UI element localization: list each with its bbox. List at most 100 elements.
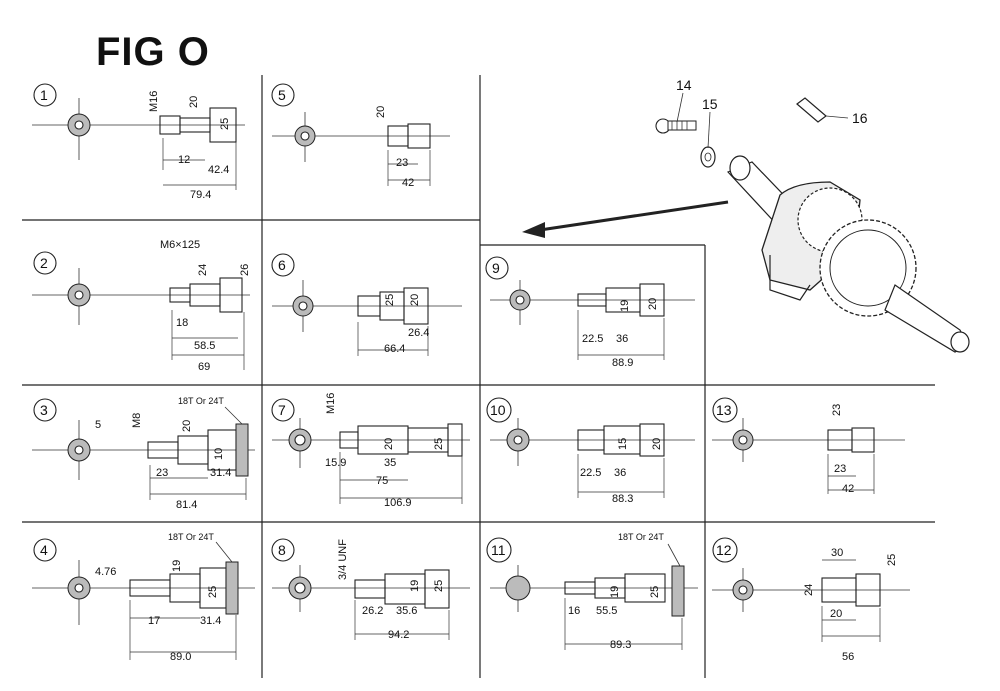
panel-1: 1 M16 20 25 12 42.4 79.4 — [32, 83, 245, 201]
key-part — [796, 97, 827, 123]
panel-number: 13 — [716, 402, 732, 418]
panel-number: 2 — [40, 255, 48, 271]
dim-label: 42 — [402, 177, 414, 189]
panel-10: 10 15 20 22.5 36 88.3 — [486, 397, 695, 505]
panel-number: 9 — [492, 260, 500, 276]
dim-label: 35.6 — [396, 605, 417, 617]
callout-15-label: 15 — [702, 96, 718, 112]
dim-label: 42.4 — [208, 164, 229, 176]
dim-label: 88.9 — [612, 357, 633, 369]
panel-3: 3 5 M8 20 10 23 31.4 81.4 18T Or 24T — [32, 396, 255, 511]
panel-number: 3 — [40, 402, 48, 418]
dim-label: 75 — [376, 475, 388, 487]
crankshaft-illustration — [655, 97, 970, 353]
callout-16: 16 — [825, 110, 868, 126]
dim-label: 23 — [834, 463, 846, 475]
dim-label: 25 — [384, 294, 396, 306]
dim-label: 25 — [649, 586, 661, 598]
dim-label: 26.4 — [408, 327, 429, 339]
panel-13: 13 23 23 42 — [712, 397, 905, 495]
dim-label: 17 — [148, 615, 160, 627]
washer-part — [700, 146, 716, 168]
panel-12: 12 30 25 24 20 56 — [712, 537, 910, 663]
dim-label: 30 — [831, 547, 843, 559]
dim-label: 22.5 — [580, 467, 601, 479]
panel-number: 6 — [278, 257, 286, 273]
panel-number: 7 — [278, 402, 286, 418]
dim-label: 26 — [239, 264, 251, 276]
dim-label: 25 — [433, 438, 445, 450]
dim-label: 18 — [176, 317, 188, 329]
dim-label: 56 — [842, 651, 854, 663]
dim-label: 20 — [181, 420, 193, 432]
dim-label: 31.4 — [200, 615, 221, 627]
panel-6: 6 25 20 26.4 66.4 — [271, 253, 462, 356]
dim-label: 36 — [614, 467, 626, 479]
panel-4: 4 4.76 19 25 17 31.4 89.0 18T Or 24T — [32, 532, 255, 663]
panel-9: 9 19 20 22.5 36 88.9 — [485, 256, 695, 369]
callout-16-label: 16 — [852, 110, 868, 126]
dim-label: M6×125 — [160, 239, 200, 251]
dim-label: 20 — [409, 294, 421, 306]
dim-label: 23 — [396, 157, 408, 169]
dim-label: 89.3 — [610, 639, 631, 651]
panel-7: 7 M16 20 25 15.9 35 75 106.9 — [271, 393, 470, 509]
panel-grid — [22, 75, 935, 678]
panel-11: 11 19 25 16 55.5 89.3 18T Or 24T — [486, 532, 698, 651]
figure-title: FIG O — [96, 30, 210, 74]
dim-label: 79.4 — [190, 189, 211, 201]
dim-label: 23 — [831, 404, 843, 416]
dim-label: 15 — [617, 438, 629, 450]
dim-label: 3/4 UNF — [337, 539, 349, 580]
panel-number: 11 — [491, 542, 506, 558]
dim-label: 25 — [207, 586, 219, 598]
dim-label: 55.5 — [596, 605, 617, 617]
panel-number: 5 — [278, 87, 286, 103]
dim-label: 25 — [886, 554, 898, 566]
dim-label: 19 — [609, 586, 621, 598]
dim-label: 10 — [213, 448, 225, 460]
callout-14: 14 — [676, 77, 692, 123]
panel-5: 5 20 23 42 — [271, 83, 450, 189]
dim-label: 20 — [375, 106, 387, 118]
dim-label: 26.2 — [362, 605, 383, 617]
panel-number: 8 — [278, 542, 286, 558]
dim-label: 89.0 — [170, 651, 191, 663]
dim-label: 12 — [178, 154, 190, 166]
gear-note: 18T Or 24T — [168, 532, 214, 542]
panel-number: 12 — [716, 542, 732, 558]
dim-label: 24 — [197, 264, 209, 276]
panel-8: 8 3/4 UNF 19 25 26.2 35.6 94.2 — [271, 538, 470, 641]
dim-label: 20 — [188, 96, 200, 108]
dim-label: 25 — [219, 118, 231, 130]
dim-label: 106.9 — [384, 497, 412, 509]
dim-label: 31.4 — [210, 467, 231, 479]
dim-label: 19 — [619, 300, 631, 312]
dim-label: 23 — [156, 467, 168, 479]
pointer-arrow — [522, 200, 729, 238]
dim-label: 16 — [568, 605, 580, 617]
dim-label: 20 — [383, 438, 395, 450]
gear-note: 18T Or 24T — [618, 532, 664, 542]
dim-label: 20 — [647, 298, 659, 310]
dim-label: 94.2 — [388, 629, 409, 641]
dim-label: 20 — [651, 438, 663, 450]
dim-label: 24 — [803, 584, 815, 596]
dim-label: 25 — [433, 580, 445, 592]
panel-2: 2 M6×125 24 26 18 58.5 69 — [32, 239, 251, 373]
dim-label: 42 — [842, 483, 854, 495]
callout-14-label: 14 — [676, 77, 692, 93]
dim-label: M8 — [131, 413, 143, 428]
dim-label: 35 — [384, 457, 396, 469]
dim-label: 66.4 — [384, 343, 405, 355]
dim-label: 5 — [95, 419, 101, 431]
dim-label: M16 — [148, 91, 160, 112]
dim-label: 19 — [409, 580, 421, 592]
panel-number: 1 — [40, 87, 48, 103]
dim-label: 81.4 — [176, 499, 197, 511]
callout-15: 15 — [702, 96, 718, 149]
dim-label: 36 — [616, 333, 628, 345]
dim-label: 20 — [830, 608, 842, 620]
dim-label: 58.5 — [194, 340, 215, 352]
